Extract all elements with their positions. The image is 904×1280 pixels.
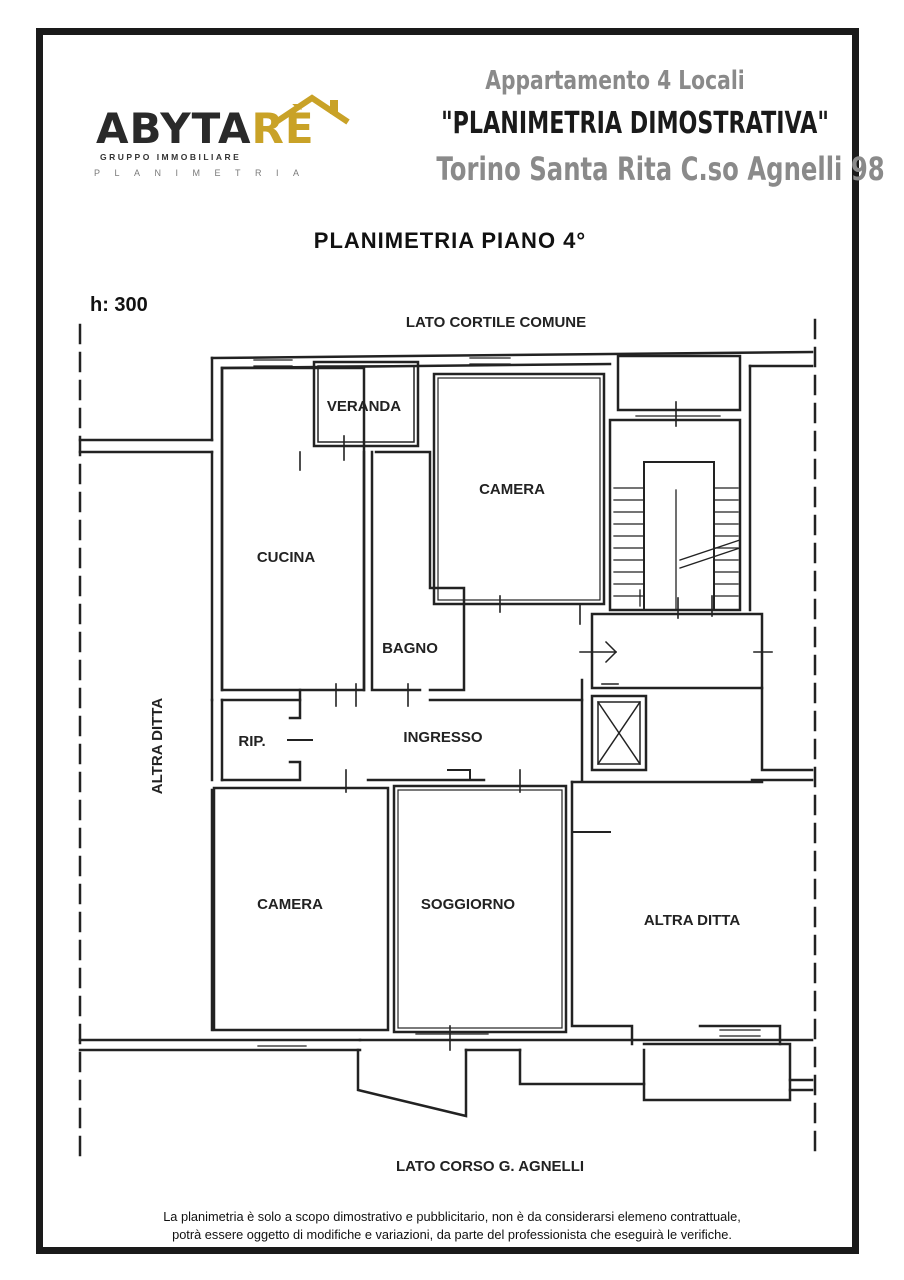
door-marks: [299, 401, 773, 1051]
plan-title: PLANIMETRIA PIANO 4°: [313, 228, 587, 253]
brand-tagline: GRUPPO IMMOBILIARE: [100, 152, 242, 162]
room-label-bagno: BAGNO: [382, 640, 438, 657]
balcony-right: [642, 1042, 792, 1102]
disclaimer: La planimetria è solo a scopo dimostrati…: [60, 1208, 844, 1244]
soggiorno-walls: [392, 784, 568, 1034]
page-frame: [36, 28, 859, 1254]
brand-name-main: ABYTA: [96, 104, 252, 153]
brand-name: ABYTARÈ: [96, 104, 315, 153]
camera-top-walls: [432, 372, 606, 606]
room-label-veranda: VERANDA: [327, 398, 401, 415]
room-label-ripostiglio: RIP.: [238, 733, 265, 750]
room-label-altra-ditta-right: ALTRA DITTA: [644, 912, 741, 929]
veranda-walls: [312, 360, 420, 448]
landing-walls: [590, 612, 764, 690]
header-demo-plan: "PLANIMETRIA DIMOSTRATIVA": [441, 106, 829, 141]
windows: [253, 357, 761, 1047]
altra-ditta-right-walls: [570, 780, 634, 1046]
disclaimer-line-1: La planimetria è solo a scopo dimostrati…: [163, 1209, 741, 1224]
camera-bottom-walls: [212, 786, 390, 1032]
stair-steps: [613, 487, 741, 611]
side-label-bottom: LATO CORSO G. AGNELLI: [396, 1158, 584, 1175]
room-label-altra-ditta-left: ALTRA DITTA: [149, 698, 166, 795]
elevator-walls: [590, 694, 648, 772]
balcony-middle: [518, 1048, 646, 1086]
side-label-top: LATO CORTILE COMUNE: [406, 314, 586, 331]
ceiling-height: h: 300: [90, 294, 148, 316]
room-label-soggiorno: SOGGIORNO: [421, 896, 516, 913]
brand-name-accent: RÈ: [251, 104, 315, 153]
bagno-walls: [374, 450, 466, 692]
cucina-walls: [220, 366, 366, 692]
brand-logo: ABYTARÈ GRUPPO IMMOBILIARE PLANIMETRIA: [92, 92, 362, 188]
room-label-camera-top: CAMERA: [479, 481, 545, 498]
room-label-ingresso: INGRESSO: [403, 729, 483, 746]
house-roof-icon: [274, 94, 350, 125]
brand-section: PLANIMETRIA: [94, 168, 314, 178]
room-label-camera-bottom: CAMERA: [257, 896, 323, 913]
disclaimer-line-2: potrà essere oggetto di modifiche e vari…: [172, 1227, 732, 1242]
ripostiglio-walls: [220, 698, 302, 720]
stairwell-walls: [608, 418, 742, 612]
balcony-left: [356, 1048, 468, 1118]
header-apartment-type: Appartamento 4 Locali: [485, 66, 745, 96]
room-label-cucina: CUCINA: [257, 549, 315, 566]
